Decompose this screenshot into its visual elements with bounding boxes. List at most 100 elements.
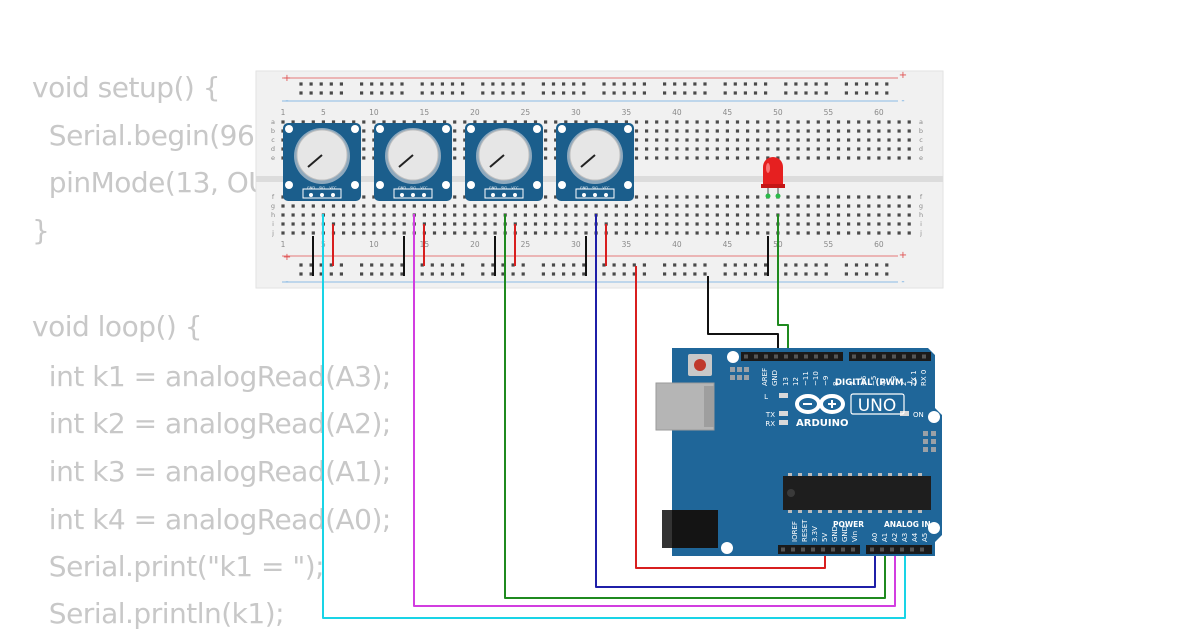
bb-rail-hole bbox=[329, 272, 333, 276]
bb-hole bbox=[564, 222, 568, 226]
bb-rail-hole bbox=[309, 82, 313, 86]
bb-rail-hole bbox=[339, 263, 343, 267]
bb-rail-hole bbox=[794, 91, 798, 95]
knob[interactable] bbox=[296, 129, 348, 181]
bb-hole bbox=[776, 120, 780, 124]
header-pin bbox=[862, 354, 866, 359]
analog-pin-label: A3 bbox=[901, 533, 909, 542]
bb-rail-hole bbox=[501, 272, 505, 276]
reset-button-cap[interactable] bbox=[694, 359, 706, 371]
knob[interactable] bbox=[387, 129, 439, 181]
bb-rail-hole bbox=[693, 263, 697, 267]
bb-hole bbox=[786, 120, 790, 124]
knob[interactable] bbox=[569, 129, 621, 181]
bb-rail-hole bbox=[299, 91, 303, 95]
bb-hole bbox=[907, 195, 911, 199]
bb-rail-hole bbox=[743, 263, 747, 267]
header-pin bbox=[900, 547, 904, 552]
wire-navy-k4-signal[interactable] bbox=[595, 214, 876, 588]
header-pin bbox=[781, 547, 785, 552]
bb-hole bbox=[685, 222, 689, 226]
pin-label: VCC bbox=[511, 186, 519, 190]
bb-hole bbox=[796, 120, 800, 124]
led-pin bbox=[765, 193, 771, 199]
bb-hole bbox=[695, 204, 699, 208]
bb-hole bbox=[746, 204, 750, 208]
potentiometer-module-2[interactable]: GND SIG VCC bbox=[374, 123, 452, 201]
bb-hole bbox=[665, 129, 669, 133]
bb-hole bbox=[453, 231, 457, 235]
bb-hole bbox=[554, 222, 558, 226]
wire-green-led[interactable] bbox=[777, 214, 789, 355]
bb-rail-hole bbox=[663, 272, 667, 276]
potentiometer-module-3[interactable]: GND SIG VCC bbox=[465, 123, 543, 201]
bb-rail-hole bbox=[642, 82, 646, 86]
bb-hole bbox=[301, 204, 305, 208]
bb-hole bbox=[836, 147, 841, 151]
red-led[interactable] bbox=[761, 157, 785, 199]
bb-rail-hole bbox=[693, 91, 697, 95]
bb-rail-hole bbox=[481, 272, 485, 276]
bb-rail-hole bbox=[551, 91, 556, 95]
bb-hole bbox=[392, 213, 396, 217]
bb-hole bbox=[685, 129, 689, 133]
bb-hole bbox=[402, 204, 406, 208]
bb-hole bbox=[705, 138, 709, 142]
bb-hole bbox=[887, 213, 891, 217]
bb-rail-hole bbox=[824, 263, 828, 267]
bb-hole bbox=[735, 156, 740, 160]
bb-hole bbox=[301, 222, 305, 226]
bb-hole bbox=[675, 156, 679, 160]
bb-hole bbox=[291, 222, 295, 226]
bb-rail-hole bbox=[400, 82, 404, 86]
bb-hole bbox=[897, 195, 901, 199]
power-pin-label: 3.3V bbox=[811, 526, 819, 542]
bb-hole bbox=[483, 204, 487, 208]
chip-pin bbox=[908, 510, 912, 513]
bb-hole bbox=[887, 156, 891, 160]
bb-rail-hole bbox=[511, 91, 515, 95]
code-line: Serial.print("k1 = "); bbox=[32, 550, 325, 583]
bb-rail-hole bbox=[814, 263, 818, 267]
icsp-pin bbox=[931, 431, 936, 436]
bb-rail-hole bbox=[764, 82, 768, 86]
bb-hole bbox=[766, 138, 770, 142]
wire-black-gnd[interactable] bbox=[707, 276, 779, 355]
bb-rail-hole bbox=[663, 82, 667, 86]
bb-hole bbox=[382, 120, 386, 124]
bb-hole bbox=[584, 204, 588, 208]
bb-hole bbox=[796, 129, 800, 133]
bb-hole bbox=[836, 138, 841, 142]
potentiometer-module-4[interactable]: GND SIG VCC bbox=[556, 123, 634, 201]
pin-header bbox=[302, 188, 342, 199]
bb-hole bbox=[847, 204, 851, 208]
bb-rail-hole bbox=[733, 82, 737, 86]
pin-label: GND bbox=[398, 186, 406, 190]
potentiometer-module-1[interactable]: GND SIG VCC bbox=[283, 123, 361, 201]
bb-rail-hole bbox=[844, 263, 848, 267]
bb-rail-hole bbox=[753, 263, 758, 267]
bb-hole bbox=[847, 156, 851, 160]
analog-header bbox=[866, 545, 932, 554]
bb-hole bbox=[897, 204, 901, 208]
bb-rail-hole bbox=[733, 272, 737, 276]
rail-minus-label: - bbox=[285, 277, 288, 287]
bb-rail-hole bbox=[885, 91, 889, 95]
knob[interactable] bbox=[478, 129, 530, 181]
bb-hole bbox=[685, 138, 689, 142]
bb-hole bbox=[634, 147, 639, 151]
bb-hole bbox=[493, 213, 497, 217]
chip-pin bbox=[818, 473, 822, 476]
power-pin-label: RESET bbox=[801, 519, 809, 542]
wire-cyan-k1-signal[interactable] bbox=[322, 214, 906, 619]
wire-magenta-k2-signal[interactable] bbox=[413, 214, 896, 607]
bb-hole bbox=[735, 147, 740, 151]
wire-green-k3-signal[interactable] bbox=[504, 214, 886, 599]
pin bbox=[604, 193, 608, 197]
bb-rail-hole bbox=[420, 82, 424, 86]
led-body bbox=[763, 157, 783, 186]
bb-rail-hole bbox=[794, 263, 798, 267]
bb-hole bbox=[796, 213, 800, 217]
